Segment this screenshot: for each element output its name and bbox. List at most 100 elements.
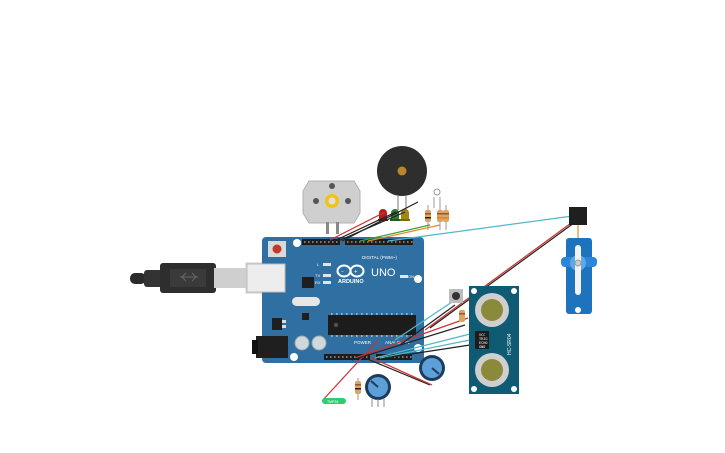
chip-pin [381, 313, 383, 315]
header-pin [324, 241, 326, 243]
header-pin [334, 356, 336, 358]
chip-pin [391, 313, 393, 315]
l-led-label: L [317, 262, 320, 267]
rx-label: RX [315, 280, 321, 285]
chip-pin [411, 313, 413, 315]
reset-button[interactable] [268, 241, 286, 257]
ultrasonic-sensor[interactable]: VCC TRIG ECHO GND HC-SR04 [469, 286, 519, 394]
chip-pin [336, 313, 338, 315]
chip-pin [331, 335, 333, 337]
chip-pin [351, 313, 353, 315]
potentiometer-2[interactable] [419, 355, 445, 381]
header-pin [355, 241, 357, 243]
chip-pin [371, 335, 373, 337]
chip-pin [406, 335, 408, 337]
power-header-label: POWER [354, 340, 372, 345]
svg-text:+: + [354, 270, 358, 276]
chip-pin [396, 335, 398, 337]
header-pin [354, 356, 356, 358]
potentiometer-1[interactable] [365, 374, 391, 407]
header-pin [304, 241, 306, 243]
header-pin [367, 241, 369, 243]
digital-header-label: DIGITAL (PWM~) [362, 255, 397, 260]
header-pin [406, 356, 408, 358]
header-pin [383, 241, 385, 243]
chip-pin [346, 335, 348, 337]
piezo-buzzer[interactable] [377, 146, 427, 210]
temperature-sensor[interactable]: TMP36 [322, 398, 346, 404]
tx-label: TX [315, 273, 320, 278]
resistor-top-3[interactable] [443, 205, 449, 230]
header-pin [395, 241, 397, 243]
header-pin [342, 356, 344, 358]
micro-servo[interactable] [561, 207, 597, 314]
brand-label: ARDUINO [338, 279, 364, 285]
header-pin [316, 241, 318, 243]
dc-motor[interactable] [302, 180, 361, 234]
wires[interactable] [321, 201, 581, 402]
resistor-bottom[interactable] [355, 378, 361, 400]
header-pin [330, 356, 332, 358]
tmp-sensor-label: TMP36 [327, 400, 338, 404]
header-pin [359, 241, 361, 243]
header-pin [338, 356, 340, 358]
header-pin [407, 241, 409, 243]
header-pin [347, 241, 349, 243]
led-yellow[interactable] [400, 209, 410, 221]
header-pin [332, 241, 334, 243]
chip-pin [366, 335, 368, 337]
pin-label-echo: ECHO [479, 341, 487, 345]
chip-pin [406, 313, 408, 315]
pin-label-vcc: VCC [479, 333, 485, 337]
header-pin [411, 241, 413, 243]
arduino-logo-icon: − + [336, 264, 365, 278]
header-pin [391, 241, 393, 243]
chip-pin [341, 313, 343, 315]
header-pin [366, 356, 368, 358]
chip-pin [386, 335, 388, 337]
chip-pin [401, 313, 403, 315]
resistor-top-2[interactable] [437, 205, 443, 230]
chip-pin [376, 313, 378, 315]
header-pin [351, 241, 353, 243]
chip-pin [361, 313, 363, 315]
pushbutton[interactable] [449, 289, 465, 322]
chip-pin [361, 335, 363, 337]
arduino-uno-board[interactable]: L TX RX ON − + ARDUINO UNO DIGITAL (PWM~… [246, 237, 424, 363]
chip-pin [396, 313, 398, 315]
header-pin [336, 241, 338, 243]
pin-label-trig: TRIG [479, 337, 487, 341]
photoresistor[interactable] [433, 188, 441, 208]
header-pin [403, 241, 405, 243]
chip-pin [376, 335, 378, 337]
on-led-label: ON [408, 274, 414, 279]
chip-pin [391, 335, 393, 337]
chip-pin [356, 335, 358, 337]
chip-pin [356, 313, 358, 315]
svg-text:−: − [341, 269, 344, 275]
chip-pin [336, 335, 338, 337]
header-pin [399, 241, 401, 243]
chip-pin [386, 313, 388, 315]
header-pin [328, 241, 330, 243]
header-pin [375, 241, 377, 243]
header-pin [398, 356, 400, 358]
pin-label-gnd: GND [479, 345, 485, 349]
chip-pin [346, 313, 348, 315]
header-pin [379, 241, 381, 243]
header-pin [346, 356, 348, 358]
chip-pin [381, 335, 383, 337]
header-pin [371, 241, 373, 243]
header-pin [312, 241, 314, 243]
header-pin [363, 241, 365, 243]
chip-pin [371, 313, 373, 315]
model-label: UNO [371, 267, 396, 279]
header-pin [402, 356, 404, 358]
model-label-ultrasonic: HC-SR04 [507, 333, 513, 355]
header-pin [320, 241, 322, 243]
chip-pin [366, 313, 368, 315]
header-pin [410, 356, 412, 358]
header-pin [387, 241, 389, 243]
header-pin [326, 356, 328, 358]
